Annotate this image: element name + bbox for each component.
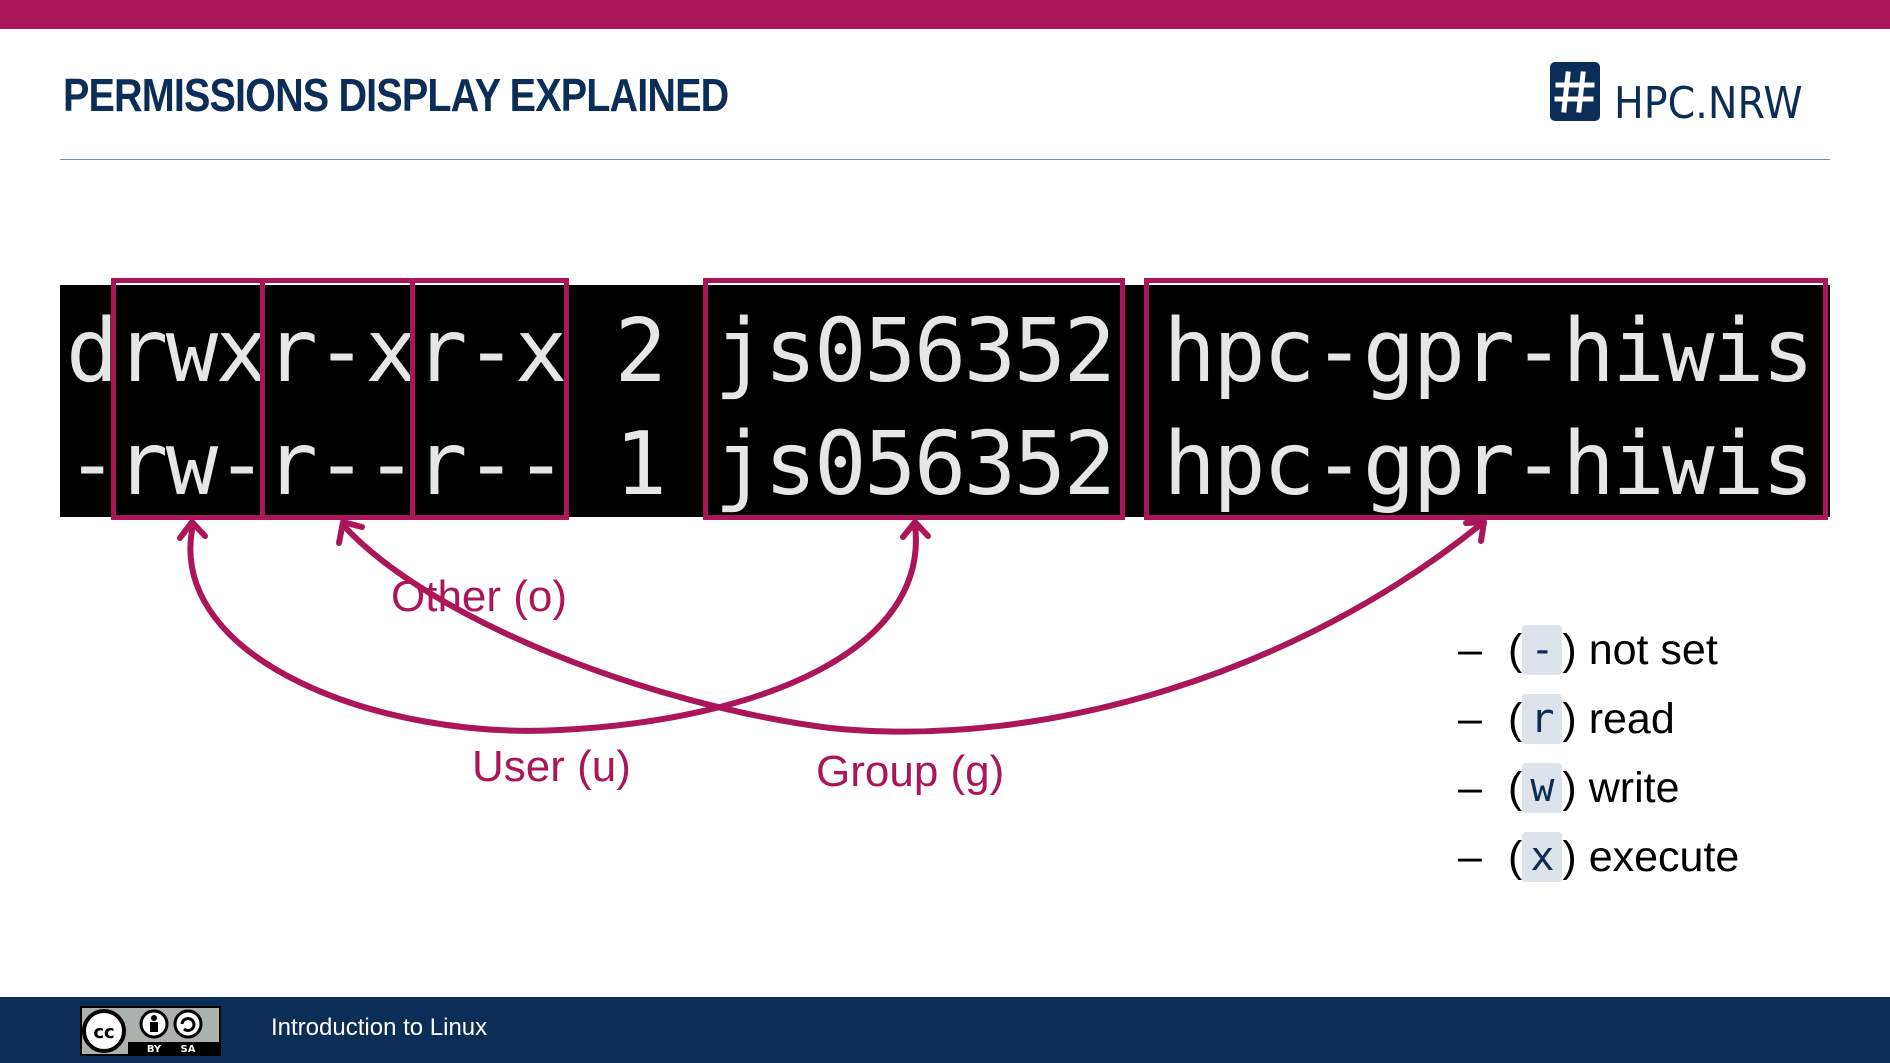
owner-user-box [703,278,1125,520]
legend-symbol: r [1522,693,1563,744]
legend-text: execute [1588,832,1740,881]
terminal-line-directory: drwxr-xr-x 2 js056352 hpc-gpr-hiwis [66,300,1814,402]
other-permissions-box [410,278,569,520]
legend-item-not-set: –(-) not set [1458,615,1739,684]
user-connector-arrow [187,522,919,734]
cc-by-sa-license-badge: cc BY SA [80,1006,221,1056]
group-arrowhead-right [1463,519,1487,544]
legend-symbol: w [1522,762,1563,813]
legend-text: write [1588,763,1680,812]
sa-arrow-arc [180,1017,196,1032]
hash-logo-icon [1550,62,1600,121]
top-accent-bar [0,0,1890,29]
legend-dash: – [1458,694,1482,743]
user-arrowhead-left [177,519,208,541]
sa-share-alike-icon [173,1009,203,1039]
footer-bar [0,997,1890,1063]
label-group: Group (g) [816,747,1005,796]
by-person-head [151,1015,157,1021]
license-badge-strip [128,1042,219,1054]
cc-icon-text: cc [93,1022,114,1043]
label-user: User (u) [472,742,631,791]
footer-course-title: Introduction to Linux [271,1014,488,1041]
license-sa-text: SA [181,1044,196,1055]
legend-item-read: –(r) read [1458,684,1739,753]
legend-symbol: - [1522,624,1563,675]
user-arrowhead-right [900,519,931,540]
license-by-text: BY [147,1044,162,1055]
legend-symbol: x [1522,831,1563,882]
legend-dash: – [1458,763,1482,812]
group-connector-arrow [340,522,1483,735]
label-other: Other (o) [391,572,568,621]
legend-item-execute: –(x) execute [1458,822,1739,891]
legend-text: not set [1588,625,1718,674]
hpc-nrw-logo: HPC.NRW [1550,60,1830,130]
legend-item-write: –(w) write [1458,753,1739,822]
cc-icon [82,1009,126,1053]
group-arrowhead-left [336,519,365,546]
terminal-output [60,285,1830,517]
legend-text: read [1588,694,1675,743]
title-divider [60,159,1830,160]
hash-logo-glyph [1554,71,1595,113]
legend-dash: – [1458,832,1482,881]
by-person-body [150,1022,158,1032]
legend-dash: – [1458,625,1482,674]
logo-text: HPC.NRW [1614,78,1803,129]
slide-title: PERMISSIONS DISPLAY EXPLAINED [63,69,729,121]
permission-legend: –(-) not set –(r) read –(w) write –(x) e… [1458,615,1739,891]
terminal-line-file: -rw-r--r-- 1 js056352 hpc-gpr-hiwis [66,413,1814,515]
owner-group-box [1144,278,1828,520]
